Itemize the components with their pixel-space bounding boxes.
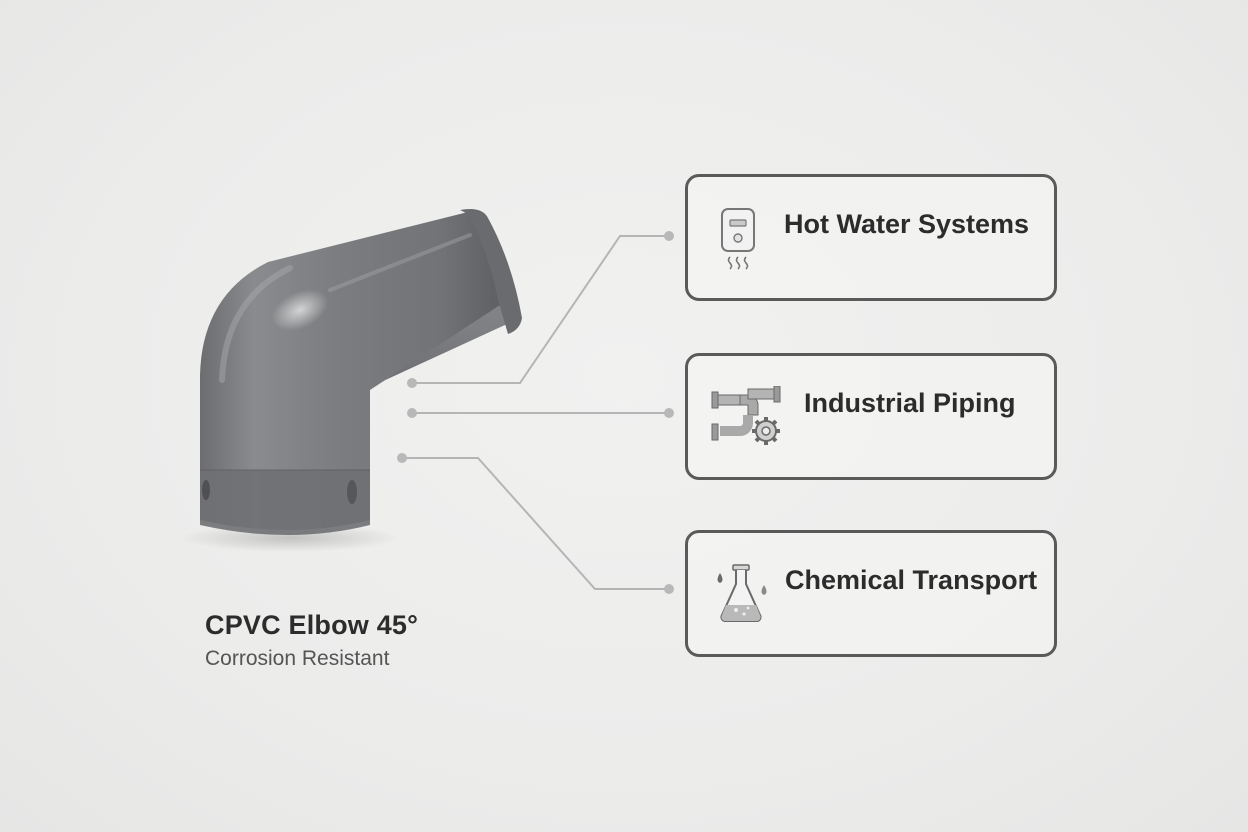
application-label: Chemical Transport (785, 565, 1038, 595)
application-label: Hot Water Systems (784, 209, 1030, 239)
pipe-gear-icon (710, 385, 786, 453)
application-card-chemical: Chemical Transport (685, 530, 1057, 657)
pipe-elbow-image (180, 209, 522, 552)
application-label: Industrial Piping (804, 388, 1016, 418)
application-card-hot-water: Hot Water Systems (685, 174, 1057, 301)
chemical-flask-icon (712, 563, 772, 630)
water-heater-icon (718, 207, 760, 278)
product-title: CPVC Elbow 45° (205, 610, 419, 640)
connector-lines (402, 235, 669, 590)
connector-dots (397, 231, 674, 594)
connector-chemical (402, 457, 669, 590)
application-card-industrial: Industrial Piping (685, 353, 1057, 480)
product-subtitle: Corrosion Resistant (205, 647, 390, 670)
connector-hot-water (412, 235, 669, 384)
